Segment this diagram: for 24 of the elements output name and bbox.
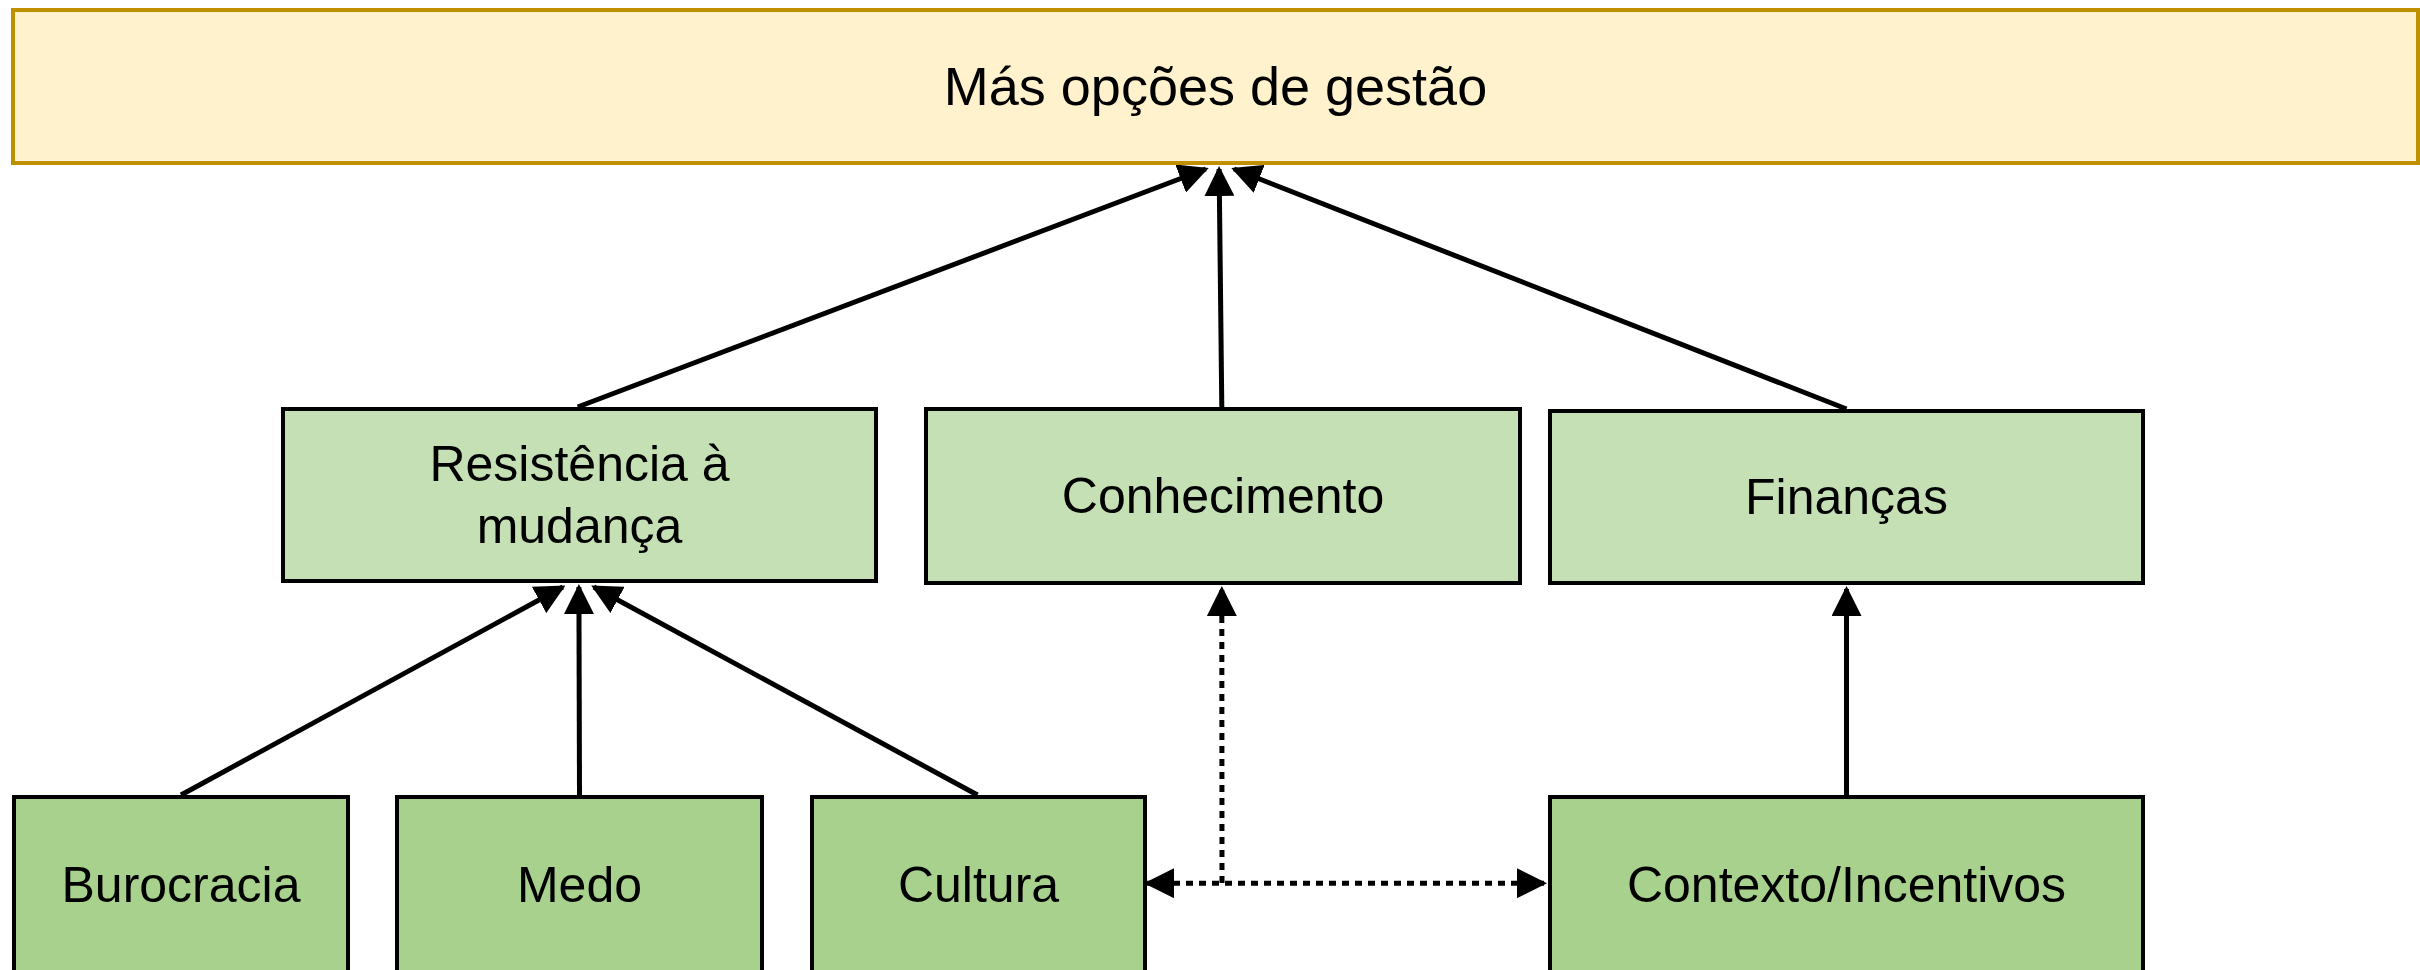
arrow [1204, 166, 1235, 408]
factor-box [281, 407, 878, 583]
node-label: Más opções de gestão [943, 54, 1488, 118]
cause-box [12, 795, 350, 970]
node-label: Contexto/Incentivos [1626, 855, 2067, 915]
factor-box [924, 407, 1522, 585]
cause-box [1548, 795, 2145, 970]
node-label: Cultura [897, 855, 1060, 915]
node-label: Burocracia [61, 855, 301, 915]
node-label: Medo [516, 855, 643, 915]
arrow [576, 164, 1209, 410]
cause-box [810, 795, 1147, 970]
node-label: Finanças [1745, 467, 1948, 527]
goal-box [11, 8, 2420, 165]
node-label: Conhecimento [1061, 466, 1385, 526]
arrow [1231, 164, 1848, 412]
dotted-arrow [1206, 586, 1237, 883]
cause-box [395, 795, 764, 970]
arrow [564, 584, 594, 795]
arrow [591, 584, 979, 798]
node-label: Resistência à mudança [428, 434, 731, 556]
arrow [1831, 586, 1862, 795]
arrow [179, 584, 566, 798]
factor-box [1548, 409, 2145, 585]
